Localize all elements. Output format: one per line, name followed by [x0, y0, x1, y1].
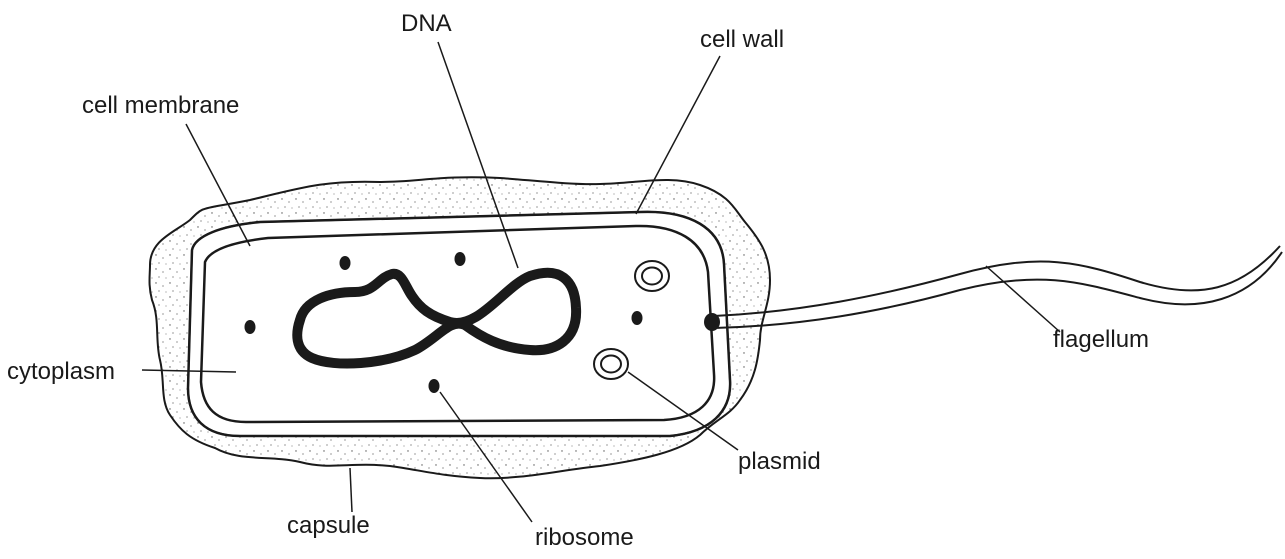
label-cytoplasm: cytoplasm	[7, 358, 115, 386]
label-cell-membrane: cell membrane	[82, 92, 239, 120]
ribosome-dot	[340, 256, 351, 270]
plasmid-ring	[594, 349, 628, 379]
ribosome-dot	[245, 320, 256, 334]
label-cell-wall: cell wall	[700, 26, 784, 54]
leader-capsule	[350, 468, 352, 512]
ribosome-dot	[429, 379, 440, 393]
label-ribosome: ribosome	[535, 524, 634, 552]
label-plasmid: plasmid	[738, 448, 821, 476]
label-flagellum: flagellum	[1053, 326, 1149, 354]
plasmid-ring	[635, 261, 669, 291]
label-dna: DNA	[401, 10, 452, 38]
flagellum-tail	[704, 246, 1282, 331]
leader-flagellum	[986, 266, 1060, 332]
ribosome-dot	[455, 252, 466, 266]
label-capsule: capsule	[287, 512, 370, 540]
ribosome-dot	[632, 311, 643, 325]
